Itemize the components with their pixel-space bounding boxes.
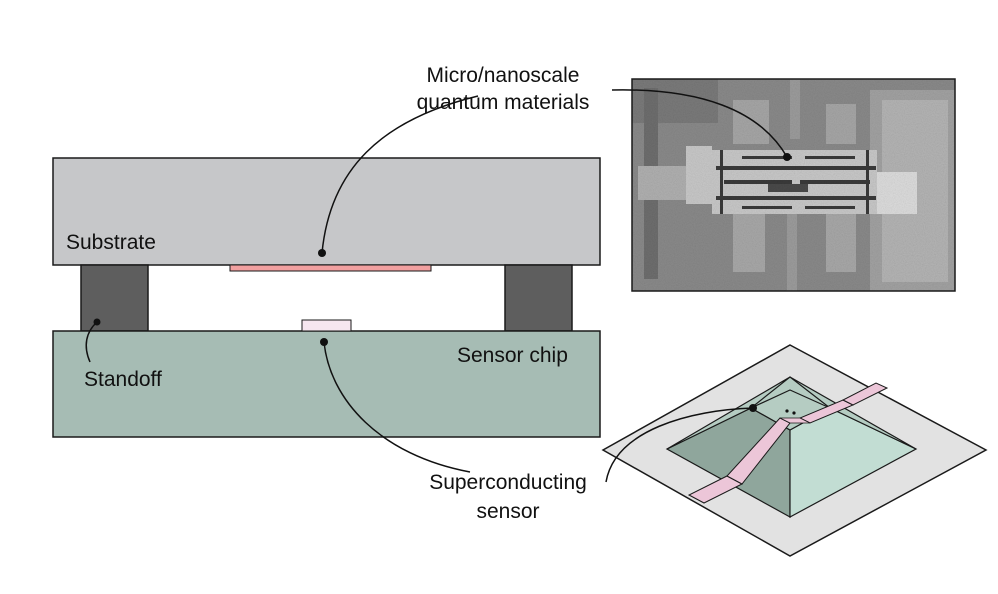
callouts (318, 89, 791, 483)
standoff-callout-dot (93, 318, 101, 326)
sensor-chip-block (52, 330, 601, 438)
sensor-chip-label: Sensor chip (457, 344, 568, 367)
quantum-materials-label-line2: quantum materials (417, 91, 590, 114)
standoff-callout-line (85, 321, 98, 363)
standoff-right (504, 264, 573, 332)
quantum-materials-label-line1: Micro/nanoscale (427, 64, 580, 87)
sensor-junction-dot (792, 411, 796, 415)
trace-right-upper (841, 382, 889, 406)
sensor-dot-right (749, 404, 757, 412)
quantum-materials-leader-left (321, 95, 479, 254)
sensor-junction-dot (785, 409, 789, 413)
superconducting-sensor-label-line2: sensor (476, 500, 539, 523)
substrate-block (52, 157, 601, 266)
quantum-materials-dot-left (318, 249, 326, 257)
sem-device-structure (632, 79, 955, 291)
cross-section-diagram: Substrate Standoff Sensor chip (52, 157, 601, 438)
sensor-leader-left (323, 341, 471, 473)
quantum-material-layer (229, 264, 432, 272)
standoff-left (80, 264, 149, 332)
quantum-materials-leader-right (611, 89, 788, 158)
substrate-label: Substrate (66, 231, 156, 254)
pyramid-top-left-face (666, 376, 791, 450)
quantum-materials-dot-right (783, 153, 791, 161)
sensor-dot-left (320, 338, 328, 346)
standoff-label: Standoff (84, 368, 162, 391)
isometric-sensor-chip (601, 344, 988, 557)
trace-mesa-strip (779, 417, 811, 424)
sem-micrograph (631, 78, 956, 292)
sensor-leader-right (605, 407, 754, 483)
pyramid-top-right-face (789, 376, 917, 450)
sem-frame (631, 78, 956, 292)
superconducting-sensor-label-line1: Superconducting (429, 471, 587, 494)
superconducting-sensor-element (301, 319, 352, 332)
